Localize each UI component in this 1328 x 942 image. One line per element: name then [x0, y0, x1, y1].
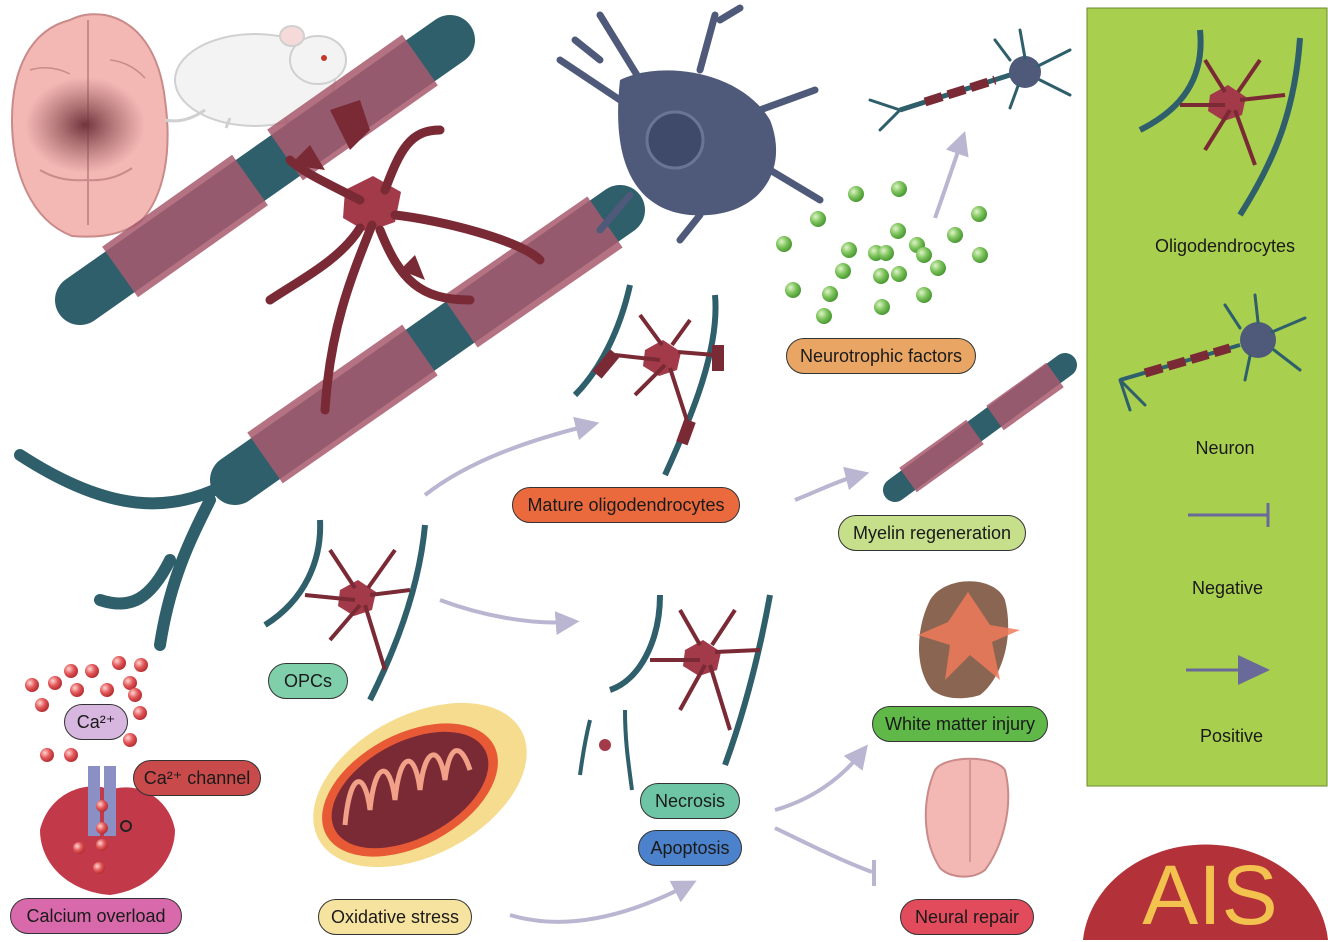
neurotrophic-factors-label: Neurotrophic factors	[786, 338, 976, 374]
opcs-label: OPCs	[268, 663, 348, 699]
legend-positive-label: Positive	[1090, 726, 1328, 747]
neurotrophic-particles	[776, 181, 988, 324]
injured-brain-icon	[918, 581, 1020, 698]
arrow-opc-to-damage	[440, 600, 570, 623]
brain-lesion-icon	[12, 14, 168, 236]
inhibit-death-to-repair	[775, 828, 872, 872]
legend-panel	[1087, 8, 1327, 786]
arrow-oxidative-to-death	[510, 885, 688, 922]
white-matter-injury-label: White matter injury	[872, 706, 1048, 742]
legend-neuron-label: Neuron	[1090, 438, 1328, 459]
arrow-opc-to-mature	[425, 425, 590, 495]
legend-negative-label: Negative	[1090, 578, 1328, 599]
healthy-brain-icon	[926, 759, 1008, 877]
mature-oligodendrocytes-label: Mature oligodendrocytes	[512, 487, 740, 523]
myelin-regeneration-label: Myelin regeneration	[838, 515, 1026, 551]
arrow-factors-to-neuron	[935, 140, 962, 218]
oxidative-stress-label: Oxidative stress	[318, 899, 472, 935]
ca-ion-label: Ca²⁺	[64, 704, 128, 740]
mitochondrion-icon	[286, 669, 555, 901]
legend-oligodendrocytes-label: Oligodendrocytes	[1090, 236, 1328, 257]
arrow-death-to-injury	[775, 752, 862, 810]
apoptosis-label: Apoptosis	[638, 830, 742, 866]
ca-channel-label: Ca²⁺ channel	[133, 760, 261, 796]
damaged-oligodendrocyte-icon	[580, 595, 770, 790]
mature-oligodendrocyte-icon	[575, 285, 724, 475]
arrow-mature-to-myelin	[795, 475, 860, 500]
neuron-small-icon	[870, 30, 1070, 130]
neural-repair-label: Neural repair	[900, 899, 1034, 935]
calcium-overload-label: Calcium overload	[10, 898, 182, 934]
necrosis-label: Necrosis	[640, 783, 740, 819]
regenerating-myelin-icon	[895, 365, 1065, 490]
ais-badge-text: AIS	[1090, 850, 1328, 940]
